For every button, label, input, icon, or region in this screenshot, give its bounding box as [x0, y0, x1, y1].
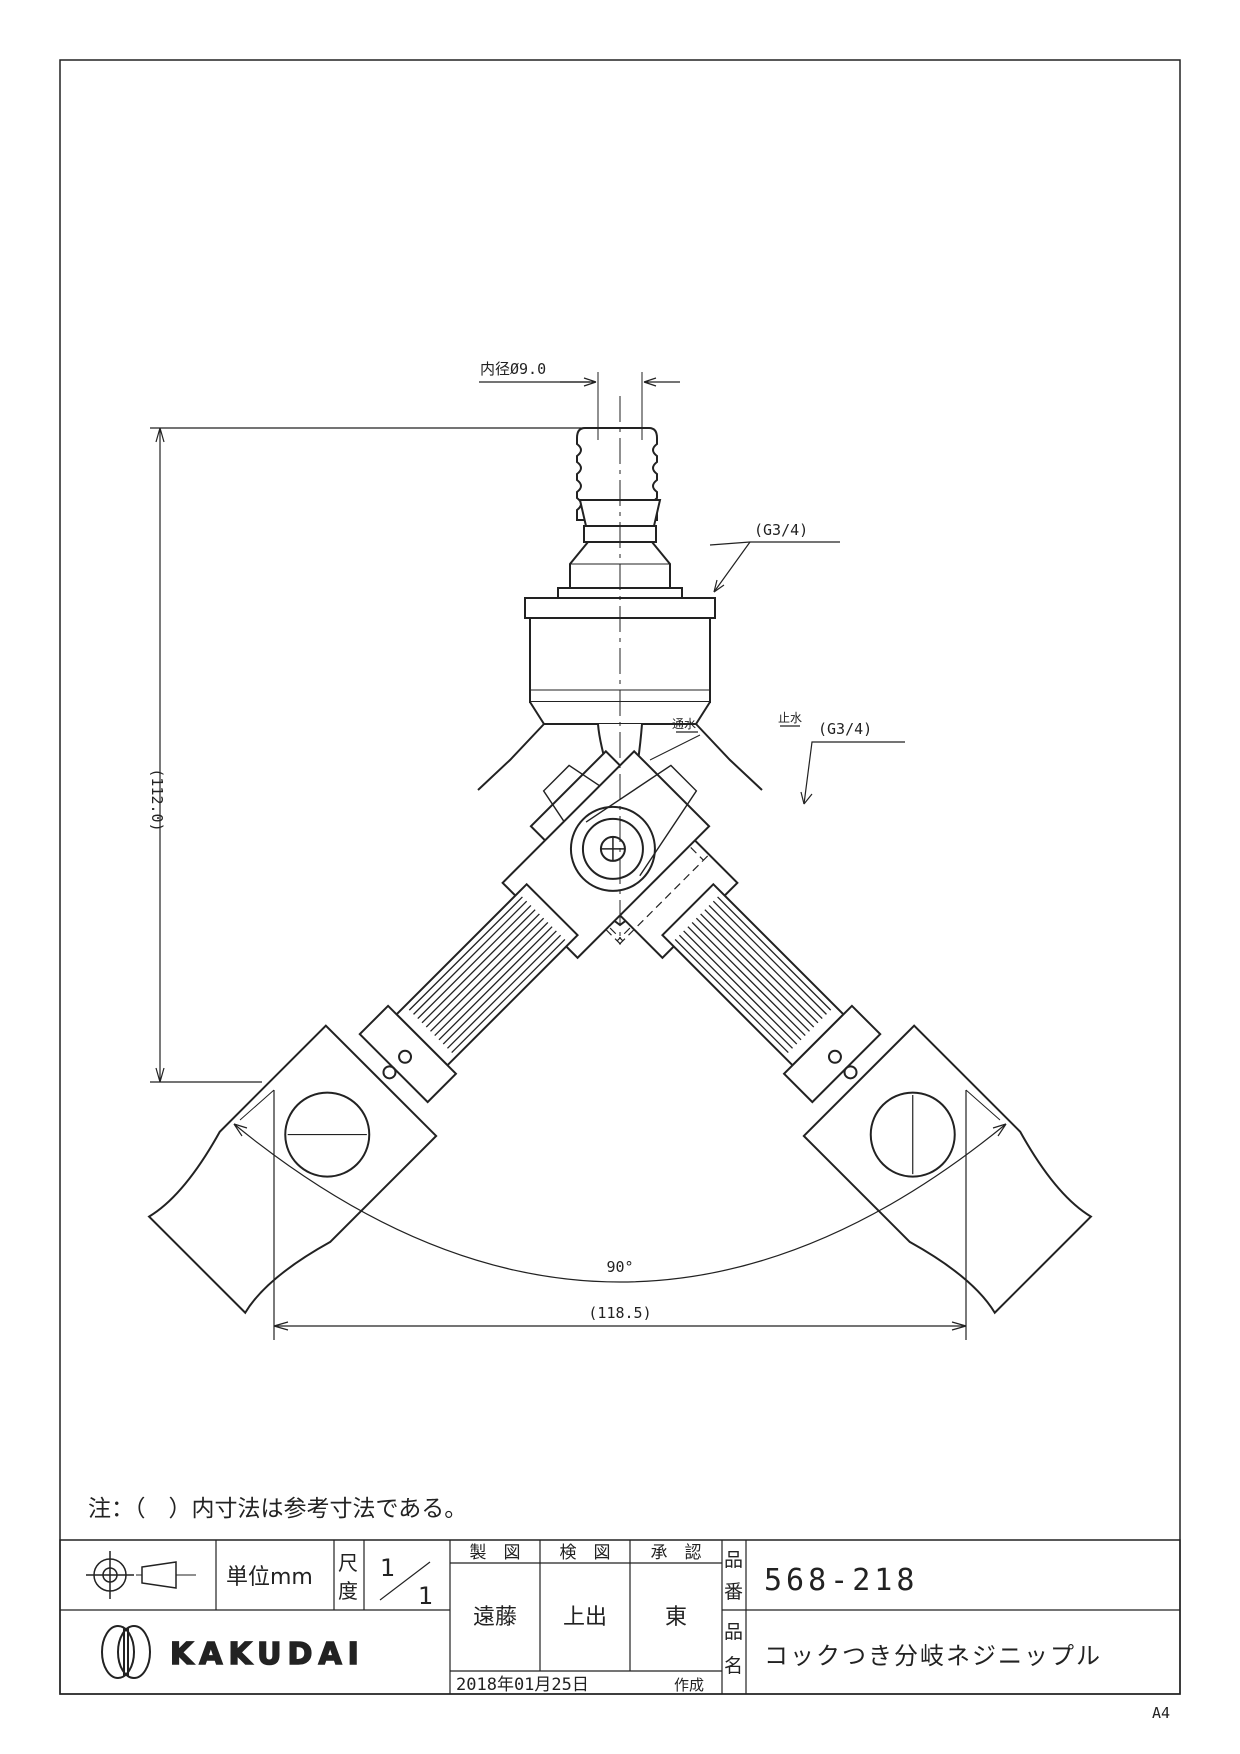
part-name: コックつき分岐ネジニップル: [764, 1642, 1102, 1670]
projection-symbol-icon: [86, 1551, 196, 1599]
checked-by: 上出: [563, 1605, 607, 1630]
thread-top-label: (G3/4): [754, 521, 808, 539]
height-dimension-label: (112.0): [148, 768, 166, 831]
approved-by: 東: [665, 1605, 687, 1630]
angle-dimension-label: 90°: [606, 1258, 633, 1276]
right-branch: [147, 749, 711, 1315]
part-name-label-top: 品: [724, 1621, 743, 1643]
stop-label: 止水: [778, 711, 802, 725]
width-dimension-label: (118.5): [588, 1304, 651, 1322]
sheet-size: A4: [1152, 1704, 1170, 1722]
scale-denominator: 1: [418, 1582, 433, 1610]
part-drawing: [147, 396, 1093, 1315]
inner-diameter-label: 内径Ø9.0: [480, 360, 546, 378]
scale-label-bottom: 度: [338, 1579, 358, 1603]
created-label: 作成: [674, 1676, 704, 1694]
company-logo-icon: [101, 1625, 151, 1679]
dimensions: [150, 372, 1007, 1340]
drawn-by: 遠藤: [473, 1605, 517, 1630]
part-no-label-bottom: 番: [724, 1581, 743, 1603]
company-name: KAKUDAI: [170, 1637, 365, 1672]
scale-label-top: 尺: [338, 1551, 358, 1575]
unit-label: 単位mm: [226, 1565, 313, 1590]
part-number: 568-218: [764, 1563, 918, 1598]
approved-header: 承 認: [651, 1543, 702, 1563]
flow-label: 通水: [672, 717, 696, 731]
thread-outlet-label: (G3/4): [818, 720, 872, 738]
checked-header: 検 図: [560, 1543, 611, 1563]
scale-numerator: 1: [380, 1554, 395, 1582]
creation-date: 2018年01月25日: [456, 1675, 589, 1695]
title-block: [59, 1539, 1181, 1695]
part-no-label-top: 品: [724, 1549, 743, 1571]
reference-note: 注：（ ）内寸法は参考寸法である。: [88, 1496, 467, 1522]
part-name-label-bottom: 名: [724, 1655, 743, 1677]
drawn-header: 製 図: [470, 1543, 521, 1563]
